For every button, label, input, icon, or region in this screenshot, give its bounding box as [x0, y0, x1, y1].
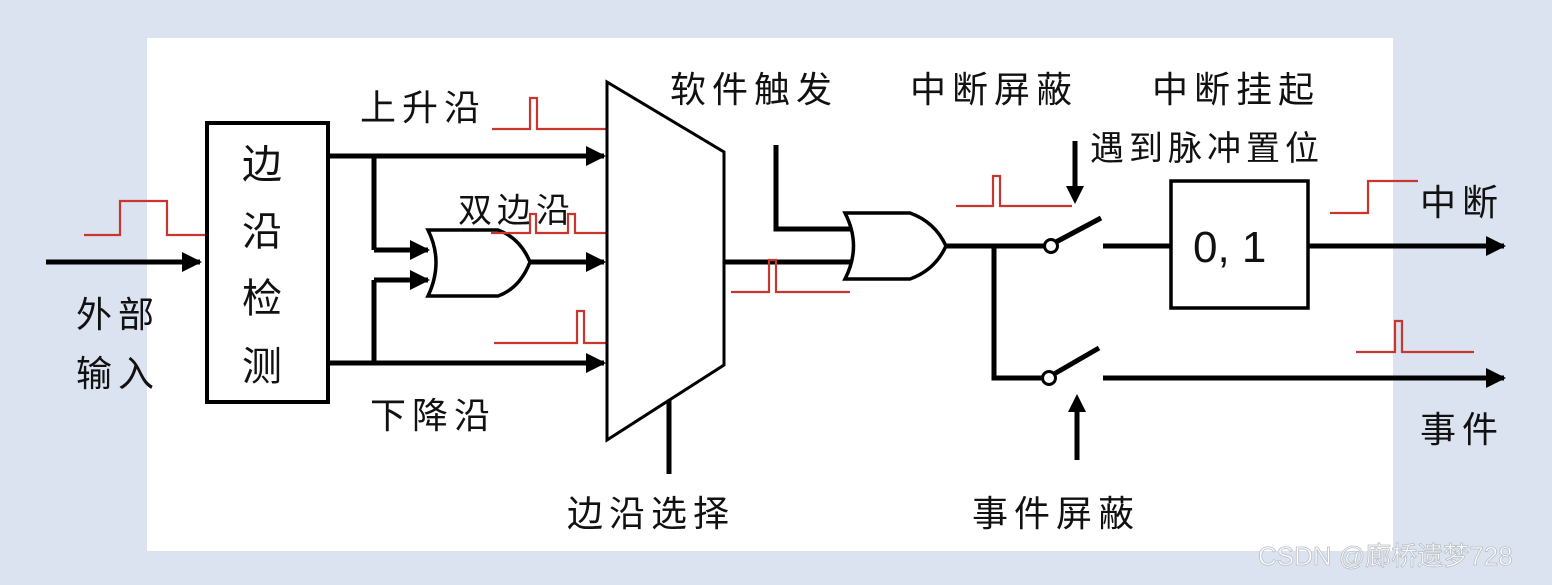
event-branch-wire	[991, 246, 1044, 381]
interrupt-output-waveform	[1330, 179, 1418, 215]
or-gate-trigger	[842, 211, 948, 281]
interrupt-switch-pivot[interactable]	[1043, 238, 1059, 254]
external-input-label-line1: 外部	[76, 295, 160, 336]
event-output-label: 事件	[1420, 410, 1504, 451]
edge-select-mux	[605, 79, 726, 443]
or-gate-edges	[425, 228, 532, 298]
falling-edge-pulse	[494, 309, 611, 345]
software-trigger-label: 软件触发	[670, 70, 838, 111]
interrupt-switch-lever[interactable]	[1054, 215, 1103, 245]
trigger-output-pulse	[956, 174, 1072, 208]
set-on-pulse-label: 遇到脉冲置位	[1090, 129, 1324, 169]
edge-detector-block	[205, 121, 330, 404]
rising-edge-label: 上升沿	[360, 88, 486, 129]
event-mask-arrow	[1068, 394, 1086, 412]
rising-edge-pulse	[492, 96, 610, 131]
input-pulse-waveform	[84, 199, 205, 237]
edge-detector-char-1: 边	[242, 142, 282, 188]
software-trigger-wire	[773, 145, 852, 232]
falling-edge-label: 下降沿	[370, 396, 496, 437]
edge-select-label: 边沿选择	[567, 494, 735, 535]
interrupt-pending-label: 中断挂起	[1152, 70, 1320, 111]
edge-detector-char-3: 检	[242, 276, 282, 322]
interrupt-mask-label: 中断屏蔽	[910, 70, 1078, 111]
event-mask-label: 事件屏蔽	[972, 494, 1140, 535]
event-switch-pivot[interactable]	[1041, 370, 1057, 386]
both-edges-label: 双边沿	[458, 191, 575, 231]
both-edges-pulse	[491, 212, 612, 235]
mux-output-pulse	[731, 258, 850, 294]
edge-detector-char-4: 测	[242, 344, 282, 390]
interrupt-output-label: 中断	[1420, 183, 1504, 224]
edge-detector-char-2: 沿	[242, 209, 282, 255]
interrupt-mask-arrow	[1066, 186, 1084, 204]
external-input-label-line2: 输入	[76, 354, 160, 395]
pending-register-value: 0, 1	[1193, 223, 1266, 272]
event-output-pulse	[1356, 319, 1474, 354]
event-switch-lever[interactable]	[1052, 345, 1101, 377]
watermark: CSDN @廊桥遗梦728	[1258, 541, 1513, 571]
